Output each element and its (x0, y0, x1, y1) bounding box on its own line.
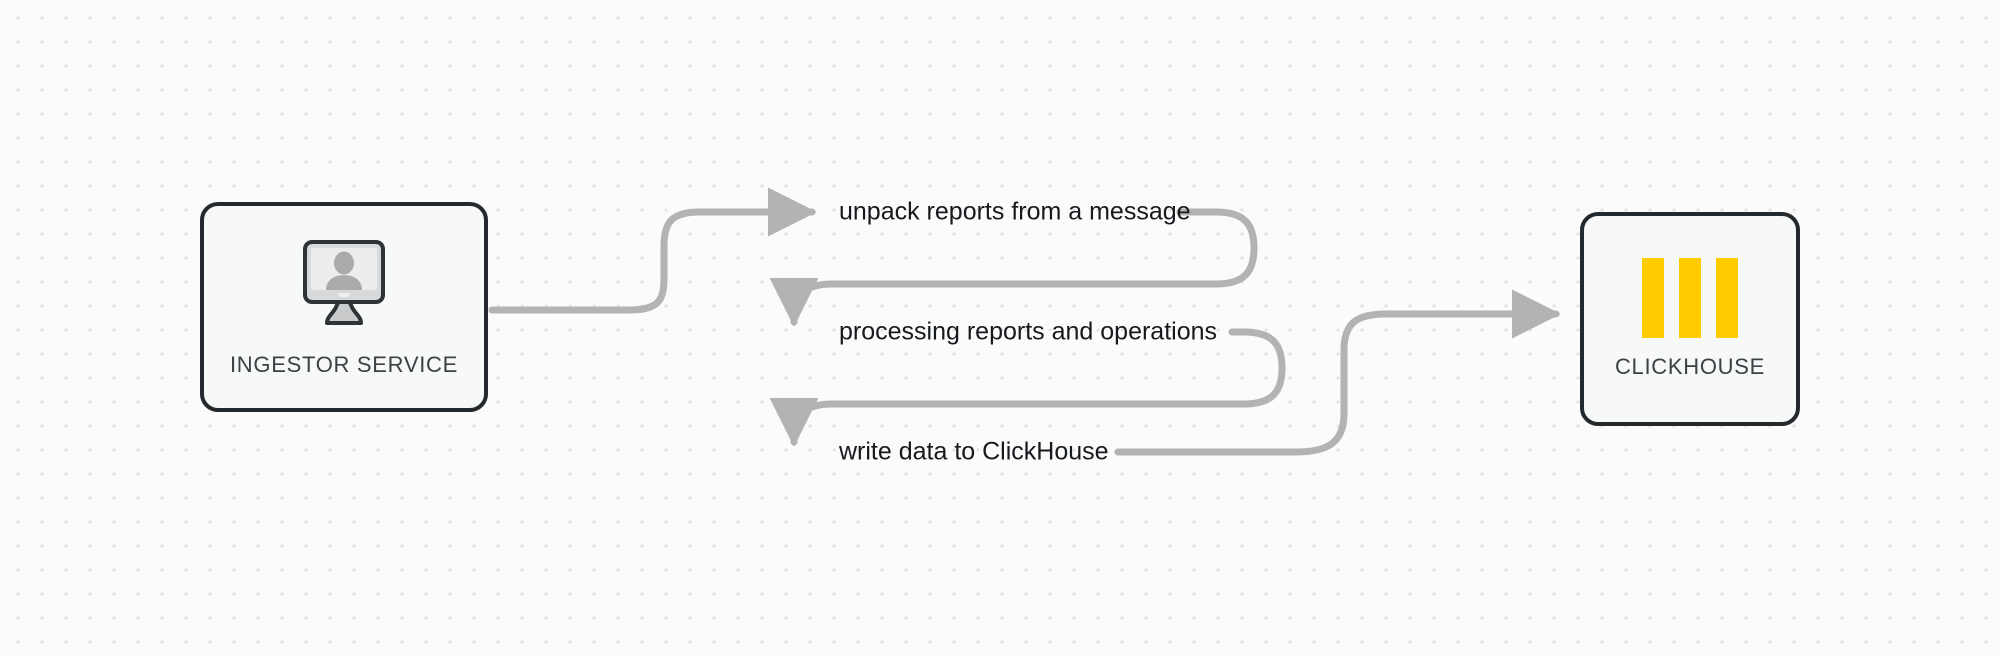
clickhouse-bar-2 (1679, 258, 1701, 338)
node-clickhouse-label: CLICKHOUSE (1614, 354, 1766, 379)
edge-label-processing-reports: processing reports and operations (839, 317, 1218, 346)
clickhouse-bar-1 (1642, 258, 1664, 338)
node-ingestor-service[interactable]: INGESTOR SERVICE (200, 202, 488, 412)
edge-path-row1-loop (769, 328, 1286, 447)
edge-path-ingestor-to-row0 (488, 187, 817, 314)
edge-label-unpack-reports: unpack reports from a message (839, 197, 1191, 226)
monitor-user-icon (292, 237, 396, 334)
clickhouse-logo-icon (1642, 258, 1738, 338)
node-ingestor-service-label: INGESTOR SERVICE (230, 351, 458, 377)
edge-label-write-data: write data to ClickHouse (839, 437, 1109, 466)
node-clickhouse[interactable]: CLICKHOUSE (1580, 212, 1800, 426)
clickhouse-bar-3 (1716, 258, 1738, 338)
edge-path-row0-loop (769, 208, 1258, 327)
